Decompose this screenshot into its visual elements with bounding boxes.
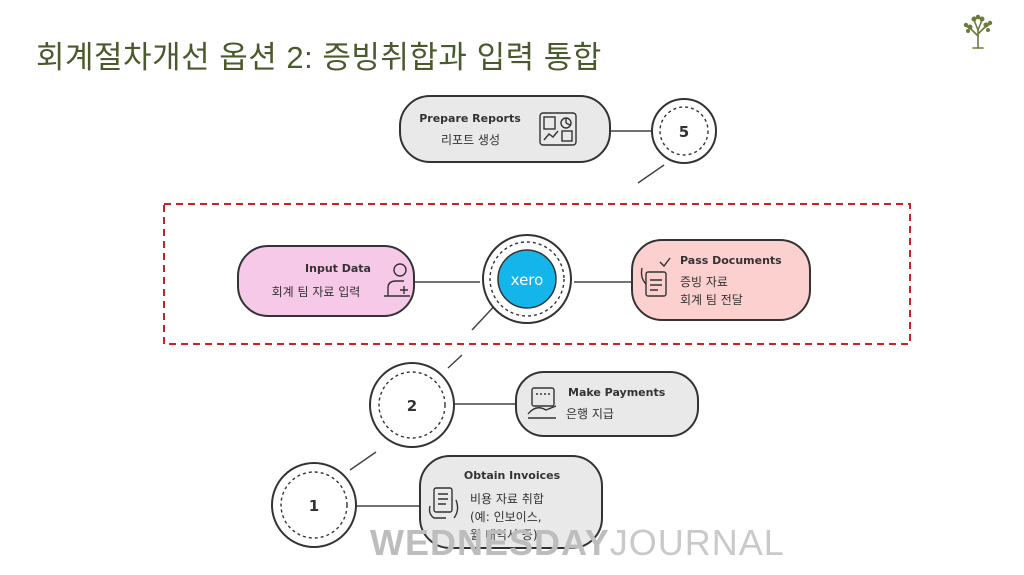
pass-documents-line2: 회계 팀 전달 xyxy=(680,293,743,307)
input-data-title: Input Data xyxy=(305,262,371,275)
page-title: 회계절차개선 옵션 2: 증빙취합과 입력 통합 xyxy=(36,40,602,75)
document-hand-icon xyxy=(640,257,671,297)
pass-documents-title: Pass Documents xyxy=(680,254,782,267)
step-2-number: 2 xyxy=(407,397,417,415)
step-2-circle: 2 xyxy=(369,362,455,448)
make-payments-desc: 은행 지급 xyxy=(566,406,614,421)
prepare-reports-title: Prepare Reports xyxy=(419,112,521,125)
highlight-region xyxy=(163,203,911,345)
xero-logo xyxy=(497,249,557,309)
step-1-number: 1 xyxy=(309,497,319,515)
step-obtain-invoices: Obtain Invoices 비용 자료 취합 (예: 인보이스, 월 내역서… xyxy=(419,455,603,549)
prepare-reports-desc: 리포트 생성 xyxy=(441,133,500,147)
pass-documents-line1: 증빙 자료 xyxy=(680,275,728,289)
obtain-invoices-line1: 비용 자료 취합 xyxy=(470,492,544,506)
step-pass-documents: Pass Documents 증빙 자료 회계 팀 전달 xyxy=(631,239,811,321)
tree-icon xyxy=(963,14,993,49)
obtain-invoices-title: Obtain Invoices xyxy=(464,469,561,482)
input-data-desc: 회계 팀 자료 입력 xyxy=(272,285,361,299)
step-input-data: Input Data 회계 팀 자료 입력 xyxy=(237,245,415,317)
watermark-bold: WEDNESDAY xyxy=(370,522,610,563)
step-prepare-reports: Prepare Reports 리포트 생성 xyxy=(399,95,611,163)
make-payments-title: Make Payments xyxy=(568,386,666,399)
obtain-invoices-line3: 월 내역서 등) xyxy=(470,528,538,542)
xero-label: xero xyxy=(511,271,544,289)
obtain-invoices-line2: (예: 인보이스, xyxy=(470,510,542,524)
payment-hand-icon xyxy=(527,387,557,419)
invoice-hand-icon xyxy=(428,487,459,519)
step-make-payments: Make Payments 은행 지급 xyxy=(515,371,699,437)
person-add-icon xyxy=(384,263,410,297)
step-5-circle: 5 xyxy=(651,98,717,164)
step-1-circle: 1 xyxy=(271,462,357,548)
xero-hub: xero xyxy=(482,234,572,324)
report-charts-icon xyxy=(539,112,577,146)
watermark: WEDNESDAYJOURNAL xyxy=(370,522,785,564)
watermark-thin: JOURNAL xyxy=(609,522,785,563)
step-5-number: 5 xyxy=(679,123,689,141)
